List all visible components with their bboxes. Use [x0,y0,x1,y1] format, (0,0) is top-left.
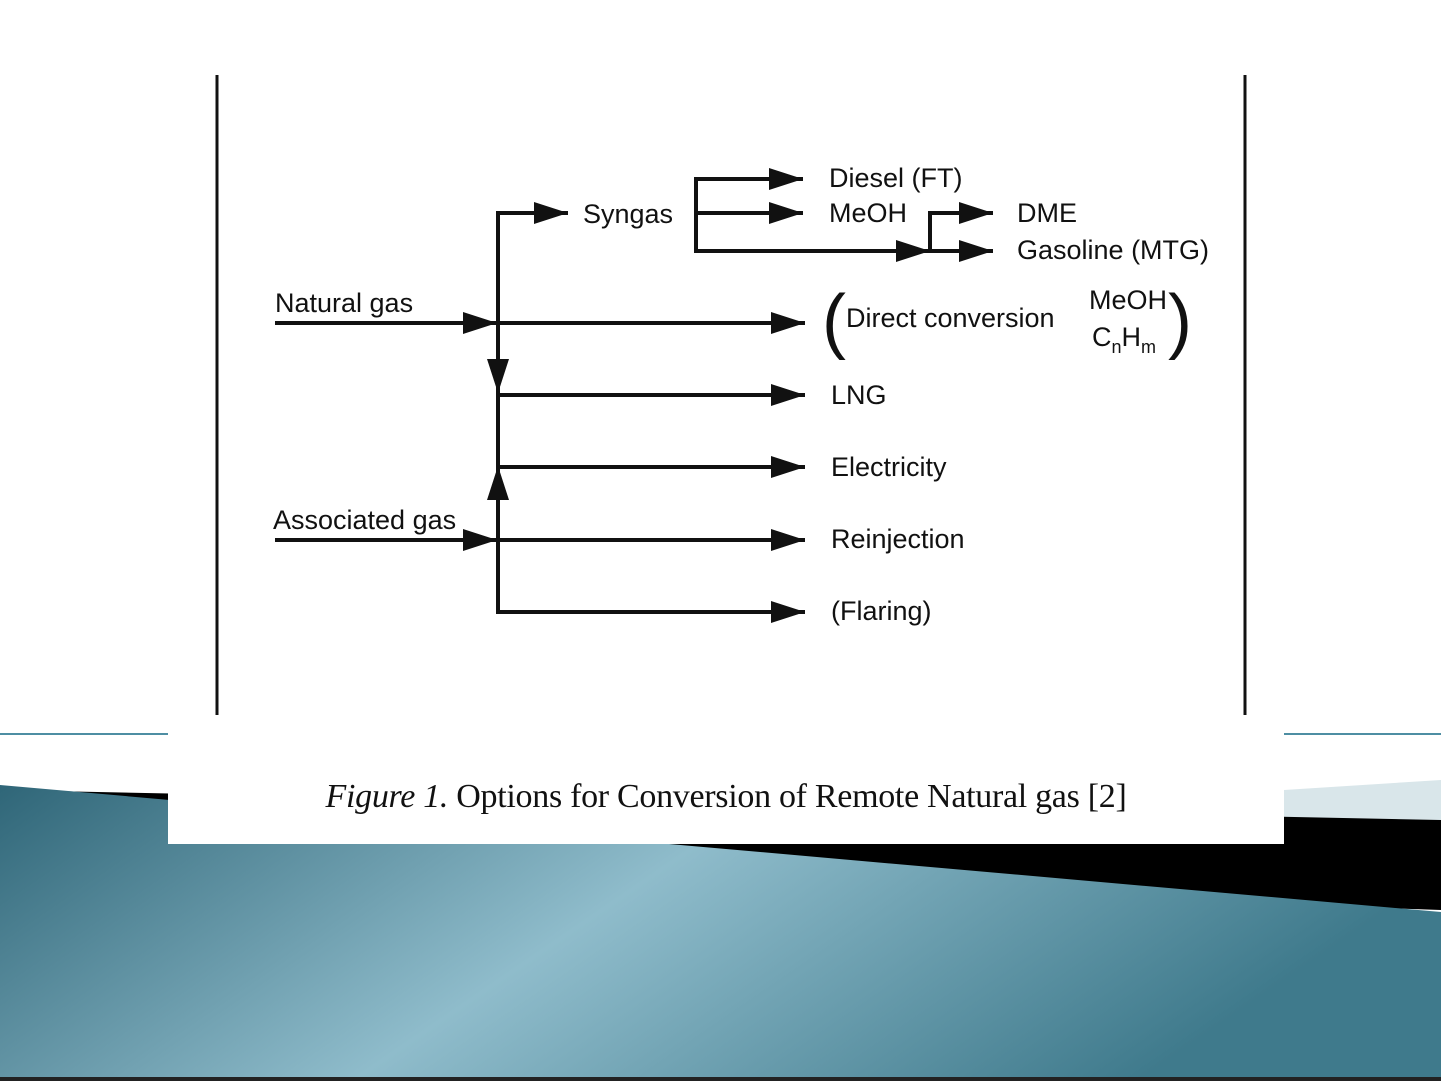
lng-label: LNG [831,380,887,410]
direct-conversion-label: Direct conversion [846,303,1055,333]
direct-hydrocarbon-label: CnHm [1092,322,1156,357]
dme-label: DME [1017,198,1077,228]
diesel-label: Diesel (FT) [829,163,963,193]
reinjection-label: Reinjection [831,524,965,554]
natural-gas-label: Natural gas [275,288,413,318]
syngas-label: Syngas [583,199,673,229]
flaring-label: (Flaring) [831,596,932,626]
associated-gas-label: Associated gas [273,505,456,535]
gasoline-label: Gasoline (MTG) [1017,235,1209,265]
direct-conversion-close-paren: ) [1168,281,1192,361]
meoh-label: MeOH [829,198,907,228]
direct-meoh-label: MeOH [1089,285,1167,315]
electricity-label: Electricity [831,452,947,482]
direct-conversion-open-paren: ( [822,281,846,361]
